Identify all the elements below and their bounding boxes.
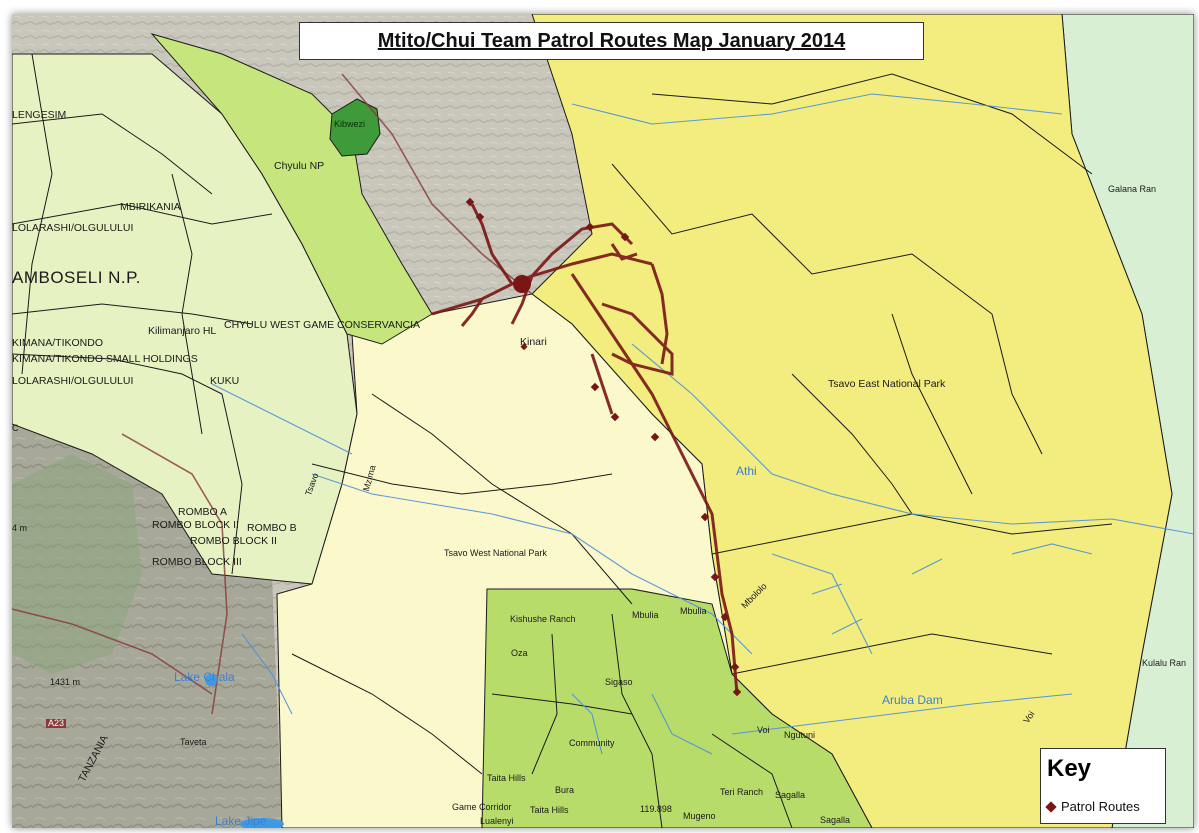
label-voi-town: Voi bbox=[757, 725, 770, 735]
label-oza: Oza bbox=[511, 648, 528, 658]
label-olgulului-top: LOLARASHI/OLGULULUI bbox=[12, 222, 134, 234]
label-taita-hills-1: Taita Hills bbox=[487, 773, 526, 783]
label-kimana-2: KIMANA/TIKONDO SMALL HOLDINGS bbox=[12, 353, 198, 365]
label-rombo-block-iii: ROMBO BLOCK III bbox=[152, 556, 242, 568]
label-kinari: Kinari bbox=[520, 336, 547, 348]
label-tsavo-east: Tsavo East National Park bbox=[828, 378, 946, 390]
label-mbulia-2: Mbulia bbox=[680, 606, 707, 616]
label-lake-jipe: Lake Jipe bbox=[215, 814, 267, 828]
map-layers bbox=[12, 14, 1194, 828]
forest-kilimanjaro bbox=[12, 454, 142, 674]
label-taveta: Taveta bbox=[180, 737, 207, 747]
label-lengesim: LENGESIM bbox=[12, 109, 67, 121]
label-kibwezi: Kibwezi bbox=[334, 119, 366, 129]
legend-item-patrol-routes: Patrol Routes bbox=[1045, 799, 1140, 814]
label-sagalla-1: Sagalla bbox=[775, 790, 806, 800]
label-rombo-a: ROMBO A bbox=[178, 506, 228, 518]
label-taita-hills-2: Taita Hills bbox=[530, 805, 569, 815]
taita-ranches bbox=[481, 588, 873, 828]
label-amboseli: AMBOSELI N.P. bbox=[12, 268, 142, 287]
label-rombo-b: ROMBO B bbox=[247, 522, 297, 534]
legend-item-label: Patrol Routes bbox=[1061, 799, 1140, 814]
label-road-c: C bbox=[12, 423, 19, 433]
kibwezi-forest bbox=[329, 98, 381, 157]
label-elevation-2: 1431 m bbox=[50, 677, 81, 687]
label-teri-ranch: Teri Ranch bbox=[720, 787, 764, 797]
label-mbulia-1: Mbulia bbox=[632, 610, 659, 620]
label-elevation-1: 119.898 bbox=[640, 804, 672, 814]
label-sigaso: Sigaso bbox=[605, 677, 633, 687]
lake-chala bbox=[205, 674, 217, 686]
roads bbox=[12, 73, 533, 715]
label-chyulu-np: Chyulu NP bbox=[274, 160, 325, 172]
label-rombo-block-ii-1: ROMBO BLOCK II bbox=[152, 519, 239, 531]
label-kulalu-ran: Kulalu Ran bbox=[1142, 658, 1187, 668]
label-olgulului-bottom: LOLARASHI/OLGULULUI bbox=[12, 375, 134, 387]
label-game-corridor: Game Corridor bbox=[452, 802, 512, 812]
label-mbirikania: MBIRIKANIA bbox=[120, 201, 181, 213]
legend: Key Patrol Routes bbox=[1040, 748, 1166, 824]
label-lake-chala: Lake Chala bbox=[174, 670, 235, 684]
patrol-routes bbox=[431, 203, 739, 695]
label-ngutuni: Ngutuni bbox=[784, 730, 816, 740]
label-road-a23: A23 bbox=[46, 718, 67, 728]
patrol-points bbox=[465, 197, 742, 697]
label-lualenyi: Lualenyi bbox=[480, 816, 514, 826]
diamond-icon bbox=[1045, 800, 1057, 813]
legend-title: Key bbox=[1047, 755, 1092, 782]
label-galana-ran: Galana Ran bbox=[1108, 184, 1157, 194]
label-sagalla-2: Sagalla bbox=[820, 815, 851, 825]
label-community: Community bbox=[569, 738, 615, 748]
label-aruba-dam: Aruba Dam bbox=[882, 693, 943, 707]
label-chyulu-west: CHYULU WEST GAME CONSERVANCIA bbox=[224, 319, 421, 331]
lake-jipe bbox=[240, 818, 284, 828]
boundaries bbox=[12, 53, 1113, 828]
label-kishushe: Kishushe Ranch bbox=[510, 614, 576, 624]
label-mugeno: Mugeno bbox=[683, 811, 716, 821]
rivers bbox=[211, 93, 1194, 755]
label-athi: Athi bbox=[736, 464, 757, 478]
label-bura: Bura bbox=[555, 785, 575, 795]
label-kilimanjaro-hl: Kilimanjaro HL bbox=[148, 325, 217, 337]
map-canvas[interactable]: LENGESIM Chyulu NP Kibwezi MBIRIKANIA LO… bbox=[12, 14, 1194, 828]
label-kimana-1: KIMANA/TIKONDO bbox=[12, 337, 104, 349]
label-elevation-3: 4 m bbox=[12, 523, 28, 533]
map-title: Mtito/Chui Team Patrol Routes Map Januar… bbox=[299, 22, 924, 60]
patrol-hub bbox=[513, 275, 531, 293]
label-kuku: KUKU bbox=[210, 375, 240, 387]
label-rombo-block-ii-2: ROMBO BLOCK II bbox=[190, 535, 277, 547]
label-tsavo-west: Tsavo West National Park bbox=[444, 548, 547, 558]
